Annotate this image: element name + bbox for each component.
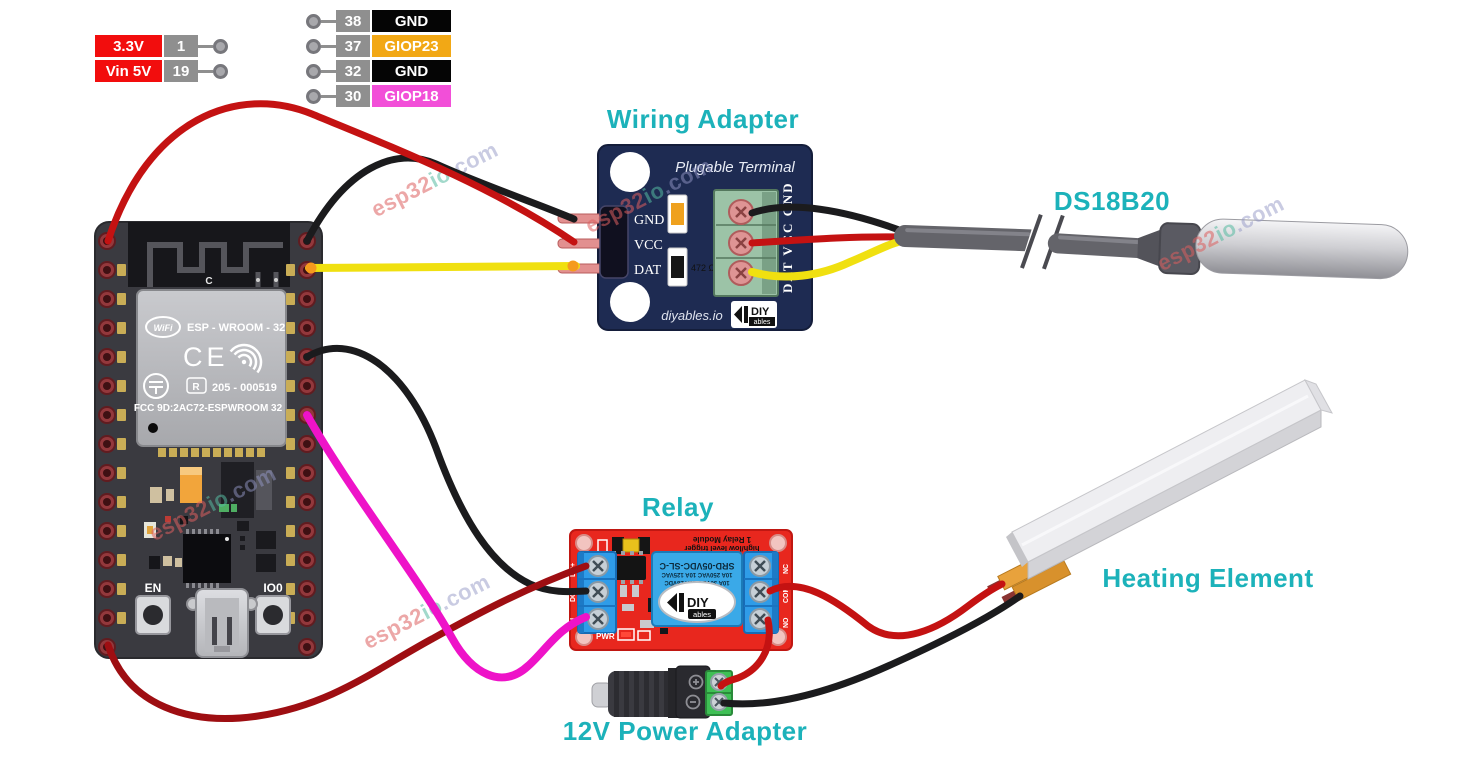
wifi-fan-icon	[229, 343, 263, 374]
pin-label-row: 3.3V 1	[95, 35, 228, 57]
pin-label-row: 32 GND	[306, 60, 451, 82]
pin-number-32: 32	[336, 60, 370, 82]
adapter-pin-gnd: GND	[634, 213, 664, 228]
title-wiring-adapter: Wiring Adapter	[606, 104, 800, 134]
logo-top-text: DIY	[751, 306, 770, 318]
pin-bullet	[306, 13, 321, 29]
wifi-logo-text: WiFi	[154, 323, 173, 333]
cert-number: 205 - 000519	[212, 382, 277, 394]
pin-lead	[321, 19, 336, 23]
r-mark: R	[192, 382, 200, 393]
relay-cube: SRD-05VDC-SL-C 10A 250VAC 10A 125VAC 10A…	[651, 551, 743, 627]
diyables-logo: DIY ables	[731, 301, 777, 328]
esp32-shield: WiFi ESP - WROOM - 32 CE R 205 - 00	[134, 289, 287, 447]
pin-bullet	[306, 88, 321, 104]
pin-name-gnd2: GND	[372, 60, 451, 82]
adapter-pin-dat: DAT	[634, 263, 662, 278]
adapter-subtitle: Plugable Terminal	[675, 159, 795, 176]
shield-pads	[158, 448, 265, 457]
mounting-hole	[610, 152, 650, 192]
adapter-pin-vcc: VCC	[634, 238, 663, 253]
pin-table-right: 38 GND 37 GIOP23 32 GND 30 GIOP18	[306, 10, 451, 110]
pin-lead	[198, 69, 213, 73]
relay-jumper	[597, 537, 650, 554]
module-name: ESP - WROOM - 32	[187, 322, 285, 334]
pin-bullet	[213, 63, 228, 79]
ce-mark: CE	[183, 342, 229, 372]
pin-bullet	[306, 63, 321, 79]
title-heating-element: Heating Element	[1102, 563, 1314, 593]
resistor-label: 472 Ω	[691, 263, 716, 273]
pwr-label: PWR	[596, 632, 615, 641]
minus-mark-icon	[685, 694, 701, 710]
pin-label-row: 30 GIOP18	[306, 85, 451, 107]
terminal-label-nc: NC	[783, 564, 790, 574]
title-relay: Relay	[642, 492, 714, 522]
pin-label-row: 38 GND	[306, 10, 451, 32]
antenna-label: C	[205, 276, 212, 287]
logo-bottom-text: ables	[754, 319, 771, 326]
fcc-id: FCC 9D:2AC72-ESPWROOM 32	[134, 403, 283, 414]
pin-number-38: 38	[336, 10, 370, 32]
relay-header2: high/low level trigger	[684, 544, 759, 553]
adapter-brand: diyables.io	[661, 308, 722, 323]
pin-lead	[321, 94, 336, 98]
pin-name-vin5v: Vin 5V	[95, 60, 162, 82]
pin-number-19: 19	[164, 60, 198, 82]
pin-number-37: 37	[336, 35, 370, 57]
pin-table-left: 3.3V 1 Vin 5V 19	[95, 35, 228, 85]
wifi-logo-icon	[145, 316, 181, 338]
relay-logo-bottom: ables	[693, 610, 711, 619]
title-power-adapter: 12V Power Adapter	[562, 716, 808, 746]
mounting-hole	[610, 282, 650, 322]
relay-logo-top: DIY	[687, 595, 709, 610]
relay-rating1: 10A 250VAC 10A 125VAC	[661, 571, 733, 577]
pin-bullet	[306, 38, 321, 54]
plus-mark-icon	[688, 674, 704, 690]
pin-name-giop18: GIOP18	[372, 85, 451, 107]
pin-lead	[321, 44, 336, 48]
pin-number-30: 30	[336, 85, 370, 107]
pin-lead	[321, 69, 336, 73]
pin-name-giop23: GIOP23	[372, 35, 451, 57]
pin-label-row: 37 GIOP23	[306, 35, 451, 57]
mounting-hole	[769, 534, 787, 552]
relay-header1: 1 Relay Module	[692, 535, 751, 544]
pin-bullet	[213, 38, 228, 54]
pin-name-gnd: GND	[372, 10, 451, 32]
title-ds18b20: DS18B20	[1053, 186, 1171, 216]
pin-lead	[198, 44, 213, 48]
pin-name-3v3: 3.3V	[95, 35, 162, 57]
cert-mark-icon	[143, 373, 169, 399]
pin-label-row: Vin 5V 19	[95, 60, 228, 82]
relay-part-number: SRD-05VDC-SL-C	[659, 561, 735, 571]
pin-number-1: 1	[164, 35, 198, 57]
